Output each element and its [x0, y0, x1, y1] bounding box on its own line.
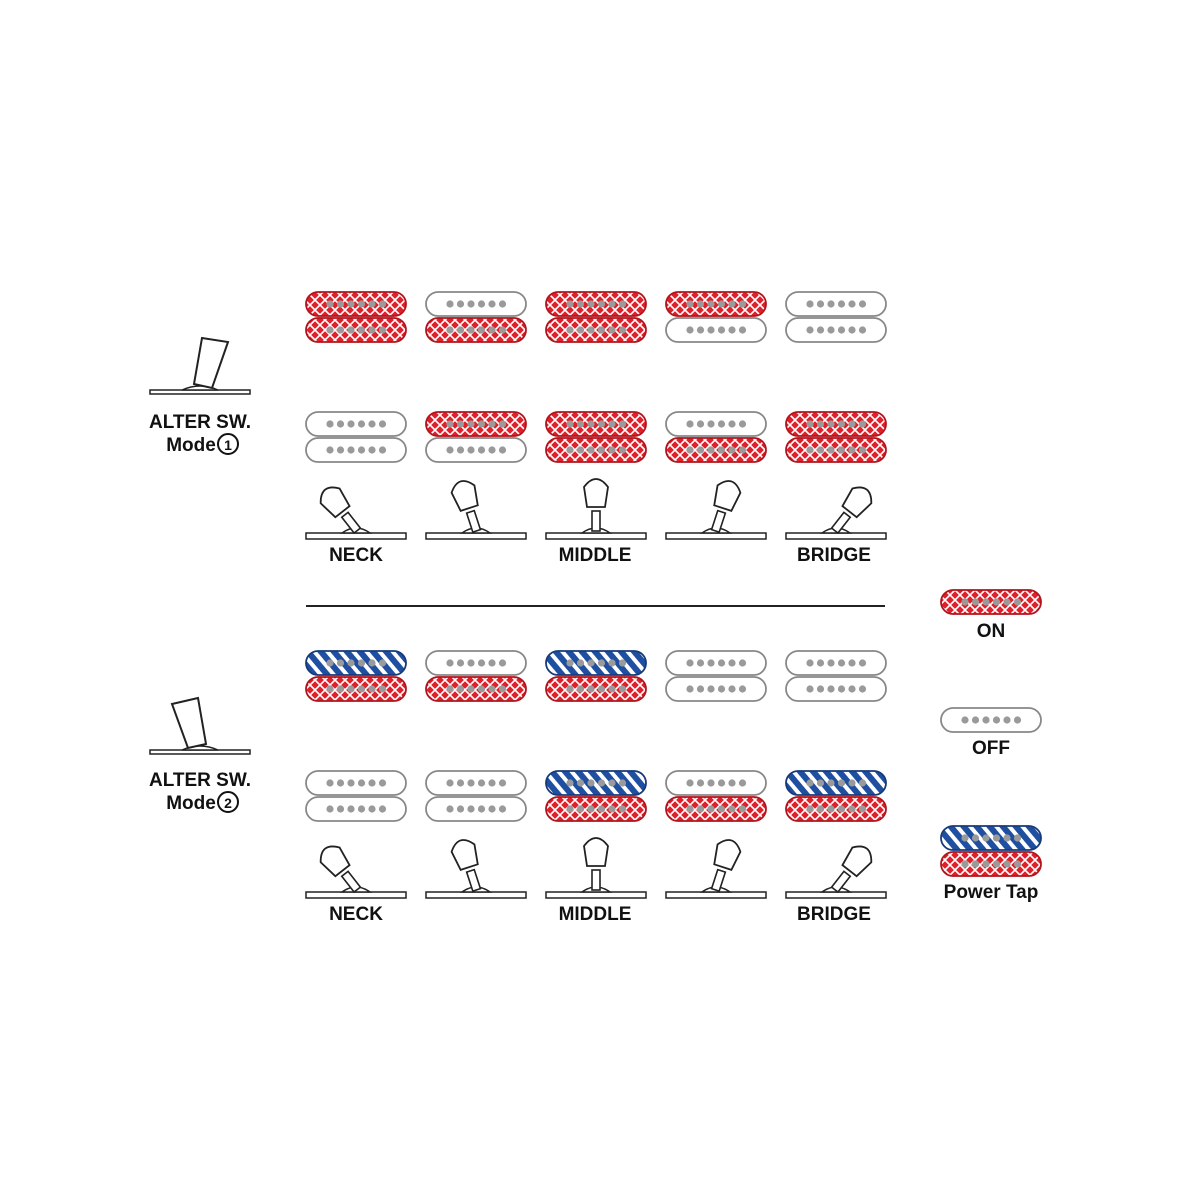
mode1-label-line1: ALTER SW.	[149, 412, 251, 433]
mode1-position-neck: NECK	[329, 545, 383, 566]
mode2-bridge-coil-upper-2	[425, 770, 527, 796]
mode2-label-line1: ALTER SW.	[149, 770, 251, 791]
mode1-bridge-coil-lower-5	[785, 437, 887, 463]
mode2-bridge-coil-upper-3	[545, 770, 647, 796]
mode1-alter-switch-icon	[149, 336, 251, 395]
mode2-bridge-coil-upper-5	[785, 770, 887, 796]
mode2-position-bridge: BRIDGE	[797, 904, 871, 925]
mode2-number-badge: 2	[217, 791, 239, 813]
mode2-neck-coil-upper-1	[305, 650, 407, 676]
mode2-position-neck: NECK	[329, 904, 383, 925]
mode2-switch-2	[425, 839, 527, 899]
mode2-switch-3	[545, 837, 647, 899]
mode1-switch-3	[545, 478, 647, 540]
mode1-switch-4	[665, 480, 767, 540]
legend-tap-coil-lower	[940, 851, 1042, 877]
mode2-switch-5	[785, 845, 887, 899]
mode1-neck-coil-upper-5	[785, 291, 887, 317]
mode1-neck-coil-lower-3	[545, 317, 647, 343]
legend-off-label: OFF	[972, 738, 1010, 759]
mode2-label-line2: Mode	[166, 793, 216, 814]
mode2-selector-switches	[305, 837, 887, 899]
mode2-section: ALTER SW. Mode 2 NECK MIDDLE BRIDGE	[149, 650, 887, 925]
mode1-bridge-coil-upper-3	[545, 411, 647, 437]
legend: ON OFF Power Tap	[940, 589, 1042, 903]
legend-power-tap-swatch	[940, 825, 1042, 877]
legend-off-coil	[940, 707, 1042, 733]
mode1-section: ALTER SW. Mode 1 NECK MIDDLE BRIDGE	[149, 291, 887, 566]
mode1-bridge-coil-upper-2	[425, 411, 527, 437]
legend-tap-coil-upper	[940, 825, 1042, 851]
mode2-bridge-coil-lower-3	[545, 796, 647, 822]
mode1-label-line2: Mode	[166, 435, 216, 456]
mode2-bridge-coil-upper-4	[665, 770, 767, 796]
mode1-position-bridge: BRIDGE	[797, 545, 871, 566]
mode2-bridge-coil-lower-4	[665, 796, 767, 822]
mode1-neck-coil-lower-2	[425, 317, 527, 343]
mode1-neck-coil-upper-4	[665, 291, 767, 317]
mode1-number-badge: 1	[217, 433, 239, 455]
mode2-neck-coil-lower-1	[305, 676, 407, 702]
mode2-bridge-coil-upper-1	[305, 770, 407, 796]
mode1-number: 1	[224, 437, 232, 453]
mode2-switch-1	[305, 845, 407, 899]
legend-power-tap-label: Power Tap	[944, 882, 1039, 903]
legend-on-coil	[940, 589, 1042, 615]
mode1-bridge-coil-upper-4	[665, 411, 767, 437]
mode1-bridge-coil-lower-2	[425, 437, 527, 463]
mode1-bridge-coil-upper-5	[785, 411, 887, 437]
mode1-neck-coil-lower-1	[305, 317, 407, 343]
mode2-bridge-coil-lower-2	[425, 796, 527, 822]
mode2-switch-4	[665, 839, 767, 899]
mode1-switch-2	[425, 480, 527, 540]
mode2-bridge-pickups	[305, 770, 887, 822]
legend-on-swatch	[940, 589, 1042, 615]
mode2-neck-coil-lower-3	[545, 676, 647, 702]
mode1-neck-coil-lower-4	[665, 317, 767, 343]
legend-off-swatch	[940, 707, 1042, 733]
mode1-position-middle: MIDDLE	[559, 545, 632, 566]
mode1-neck-pickups	[305, 291, 887, 343]
mode2-neck-coil-upper-3	[545, 650, 647, 676]
legend-on-label: ON	[977, 621, 1006, 642]
mode1-switch-1	[305, 486, 407, 540]
mode2-neck-coil-upper-4	[665, 650, 767, 676]
mode1-bridge-coil-lower-4	[665, 437, 767, 463]
mode2-neck-coil-lower-5	[785, 676, 887, 702]
mode2-bridge-coil-lower-5	[785, 796, 887, 822]
mode2-neck-coil-upper-2	[425, 650, 527, 676]
mode1-selector-switches	[305, 478, 887, 540]
mode2-neck-pickups	[305, 650, 887, 702]
mode1-bridge-pickups	[305, 411, 887, 463]
mode1-bridge-coil-lower-3	[545, 437, 647, 463]
mode1-neck-coil-upper-1	[305, 291, 407, 317]
mode1-neck-coil-lower-5	[785, 317, 887, 343]
mode1-switch-5	[785, 486, 887, 540]
mode1-bridge-coil-upper-1	[305, 411, 407, 437]
mode2-number: 2	[224, 795, 232, 811]
mode2-neck-coil-upper-5	[785, 650, 887, 676]
mode2-neck-coil-lower-4	[665, 676, 767, 702]
mode2-bridge-coil-lower-1	[305, 796, 407, 822]
mode1-neck-coil-upper-2	[425, 291, 527, 317]
mode2-position-middle: MIDDLE	[559, 904, 632, 925]
mode1-neck-coil-upper-3	[545, 291, 647, 317]
mode1-bridge-coil-lower-1	[305, 437, 407, 463]
mode2-neck-coil-lower-2	[425, 676, 527, 702]
mode2-alter-switch-icon	[149, 696, 251, 755]
